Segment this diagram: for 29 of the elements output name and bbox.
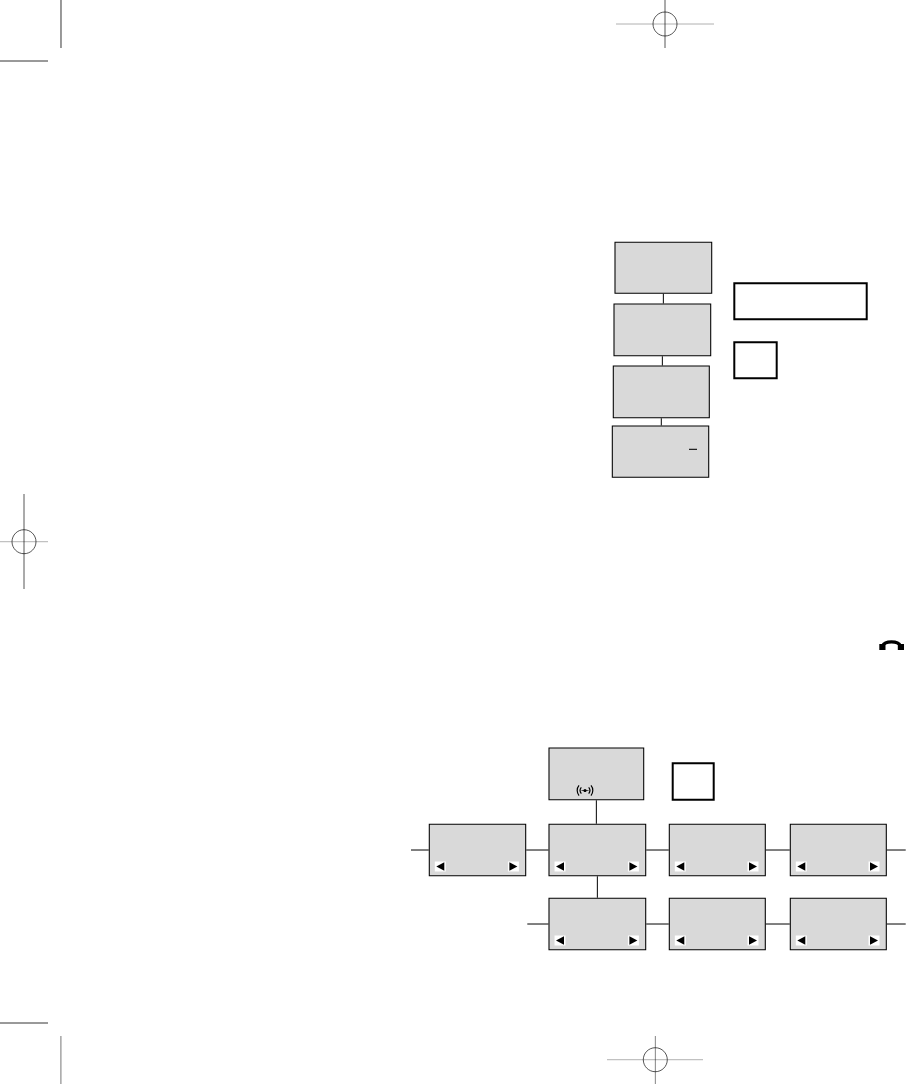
connector-line [526,923,549,925]
screen-box [428,823,527,877]
screen-box [614,241,713,294]
connector-line [765,849,791,851]
screen-box [548,897,647,951]
connector-line [661,355,663,366]
key-box [671,762,715,801]
screen-box [668,823,766,877]
screen-box [612,365,710,419]
connector-line [596,875,598,899]
screen-box [613,303,712,357]
connector-line [660,417,662,426]
connector-line [645,849,670,851]
screen-box [548,823,647,877]
connector-line [595,799,597,825]
screen-box [548,747,645,801]
connector-line [886,923,907,925]
screen-box [789,823,887,877]
connector-line [410,849,430,851]
connector-line [645,923,670,925]
screen-box [668,897,766,951]
connector-line [765,923,791,925]
connector-line [886,849,907,851]
screen-box [789,897,887,951]
connector-line [662,293,664,304]
key-box [733,282,868,321]
key-box [733,341,778,380]
screen-box [611,425,710,478]
connector-line [525,849,549,851]
